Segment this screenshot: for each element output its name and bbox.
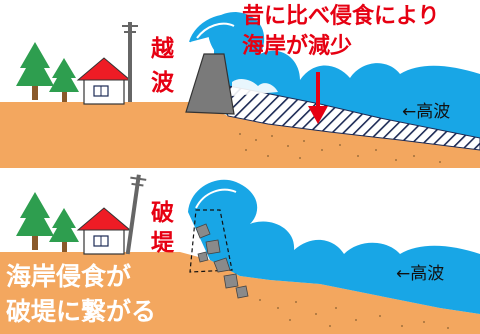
utility-pole-icon bbox=[122, 22, 138, 102]
erosion-note-line-2: 海岸が減少 bbox=[242, 34, 353, 59]
wave-crest bbox=[189, 14, 248, 46]
erosion-arrow bbox=[308, 106, 328, 124]
erosion-note-line-1: 昔に比べ侵食により bbox=[242, 4, 440, 29]
sand-speckles bbox=[239, 133, 441, 163]
house-icon bbox=[76, 57, 132, 105]
wave-label: ←高波 bbox=[402, 102, 451, 122]
overtop-foam bbox=[232, 79, 278, 96]
house-icon bbox=[76, 207, 132, 255]
sand-speckles bbox=[259, 299, 449, 329]
tree-icon bbox=[16, 42, 54, 100]
tree-icon bbox=[16, 192, 54, 250]
breach-label-char-1: 破 bbox=[151, 200, 174, 226]
seawall-rubble bbox=[195, 223, 249, 299]
callout-line-2: 破堤に繋がる bbox=[6, 297, 157, 326]
utility-pole-icon bbox=[125, 174, 147, 255]
breached-seawall-outline bbox=[189, 209, 233, 273]
tree-icon bbox=[49, 58, 79, 102]
eroded-beach-hatch bbox=[217, 83, 480, 151]
seawall bbox=[185, 53, 235, 115]
levee-breach-panel: 破 堤 ←高波 海岸侵食が 破堤に繋がる bbox=[0, 168, 480, 334]
sea bbox=[188, 179, 480, 314]
levee-breach-scene bbox=[0, 174, 480, 334]
overtopping-panel: 越 波 昔に比べ侵食により 海岸が減少 ←高波 bbox=[0, 4, 480, 168]
overtopping-scene bbox=[0, 12, 480, 168]
wave-label: ←高波 bbox=[396, 264, 445, 284]
tree-icon bbox=[49, 208, 79, 252]
callout-line-1: 海岸侵食が bbox=[6, 262, 132, 291]
overtopping-label-char-2: 波 bbox=[151, 70, 174, 96]
breach-label-char-2: 堤 bbox=[151, 230, 174, 256]
overtopping-label-char-1: 越 bbox=[151, 36, 174, 62]
